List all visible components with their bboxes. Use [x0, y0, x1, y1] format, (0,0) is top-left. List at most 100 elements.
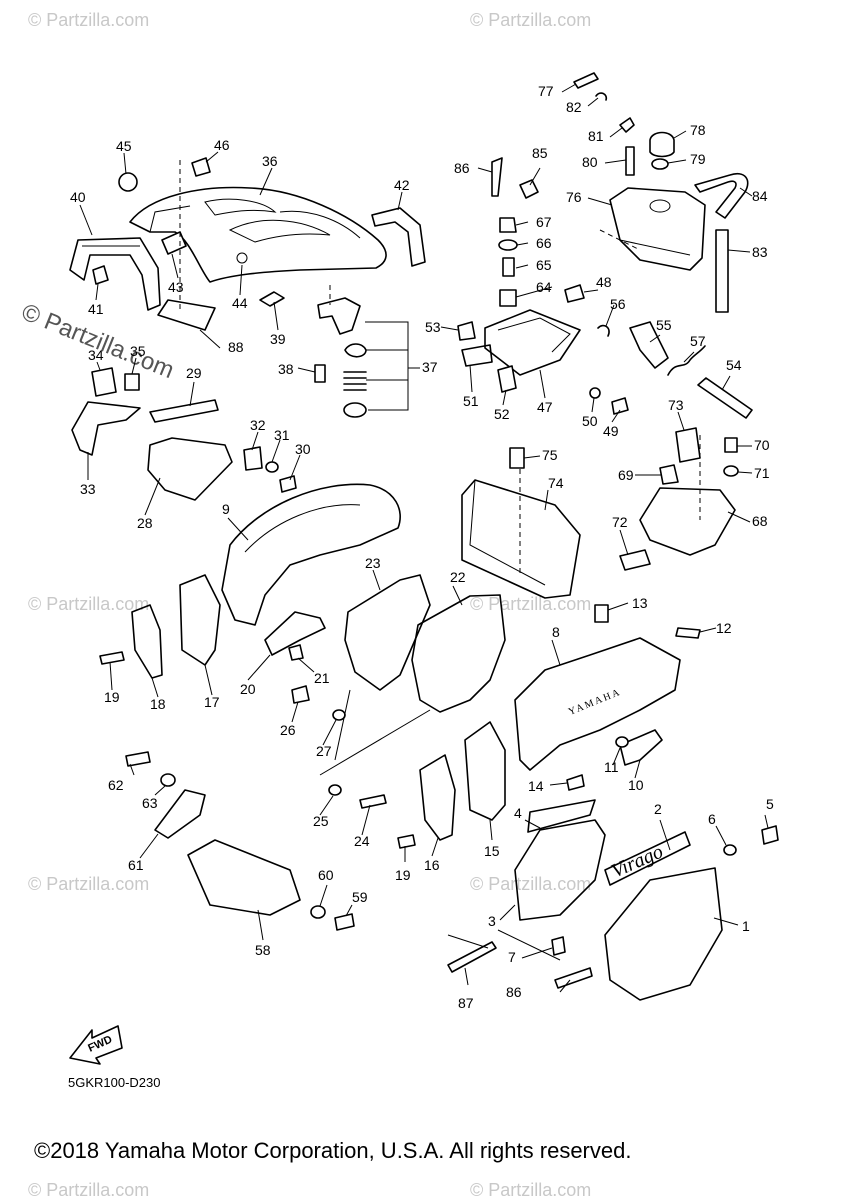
assembly-lines [179, 160, 701, 961]
part-69-damper [659, 464, 679, 485]
part-76-reservoir [609, 187, 706, 271]
part-5-screw [761, 825, 779, 845]
callout-41: 41 [88, 301, 104, 317]
callout-83: 83 [752, 244, 768, 260]
callout-66: 66 [536, 235, 552, 251]
callout-87: 86 [506, 984, 522, 1000]
callout-37: 37 [422, 359, 438, 375]
callout-5: 5 [766, 796, 774, 812]
callout-81: 81 [588, 128, 604, 144]
callout-88: 87 [458, 995, 474, 1011]
part-34-damper [91, 367, 117, 397]
part-40-grab-bar [69, 237, 161, 311]
callout-44: 44 [232, 295, 248, 311]
part-89-pad [157, 299, 216, 331]
part-38-bolt [314, 364, 326, 383]
callout-24: 24 [354, 833, 370, 849]
part-7-clip [551, 936, 566, 956]
callout-54: 54 [726, 357, 742, 373]
part-81-clip [619, 117, 635, 133]
part-18-panel [131, 604, 163, 679]
part-30-screw [279, 475, 297, 493]
part-22-plate [411, 594, 506, 713]
callout-1: 1 [742, 918, 750, 934]
part-78-cap [649, 131, 675, 158]
part-13-screw [594, 604, 609, 623]
callout-74: 74 [548, 475, 564, 491]
watermark-grid: © Partzilla.com © Partzilla.com © Partzi… [18, 10, 592, 1200]
callout-17: 17 [204, 694, 220, 710]
callout-47: 47 [537, 399, 553, 415]
part-42-bracket [371, 207, 426, 267]
callout-25: 25 [313, 813, 329, 829]
callout-28: 28 [137, 515, 153, 531]
part-75-bolt [509, 447, 525, 469]
part-36-tank-cover [129, 186, 387, 283]
diagram-code: 5GKR100-D230 [68, 1075, 161, 1090]
callout-26: 26 [280, 722, 296, 738]
callout-89: 88 [228, 339, 244, 355]
callout-56: 56 [610, 296, 626, 312]
callout-33: 33 [80, 481, 96, 497]
callout-12: 12 [716, 620, 732, 636]
callout-32: 32 [250, 417, 266, 433]
callout-6: 6 [708, 811, 716, 827]
part-51-holder [461, 344, 493, 367]
part-70-bolt [724, 437, 738, 453]
part-49-bolt [611, 397, 629, 415]
callout-51: 51 [463, 393, 479, 409]
part-74-battery-box [461, 460, 581, 599]
part-64-damper [499, 289, 517, 307]
part-80-fitting [625, 146, 635, 176]
callout-leaders [79, 83, 769, 993]
part-19-bolt [99, 651, 125, 665]
callout-27: 27 [316, 743, 332, 759]
part-41-damper [92, 265, 109, 285]
part-79-washer [651, 158, 669, 170]
part-55-lever [629, 321, 669, 369]
part-46-grommet [191, 157, 211, 177]
callout-34: 34 [88, 347, 104, 363]
part-6-washer [723, 844, 737, 856]
callout-labels: 1 2 3 4 5 6 7 8 9 10 11 12 13 14 15 16 1… [70, 83, 774, 1011]
part-85-grommet [519, 179, 539, 199]
part-25-washer [328, 784, 342, 796]
callout-77: 77 [538, 83, 554, 99]
callout-43: 43 [168, 279, 184, 295]
part-43-pad [161, 231, 187, 255]
part-39-damper [259, 291, 285, 307]
part-21-nut [288, 644, 304, 661]
callout-31: 31 [274, 427, 290, 443]
callout-53: 53 [425, 319, 441, 335]
callout-70: 70 [754, 437, 770, 453]
part-37-mount-kit [317, 297, 420, 418]
watermark-text: © Partzilla.com [470, 10, 591, 30]
callout-80: 80 [582, 154, 598, 170]
part-68-bracket [639, 487, 736, 556]
callout-78: 78 [690, 122, 706, 138]
part-27-washer [332, 709, 346, 721]
part-17-panel [179, 574, 221, 666]
callout-73: 73 [668, 397, 684, 413]
part-12-clip [675, 627, 701, 639]
part-72-plate [619, 549, 651, 571]
part-1-side-cover [604, 867, 723, 1001]
part-10-trim [619, 729, 663, 766]
part-9-cover [221, 483, 401, 626]
callout-63: 63 [142, 795, 158, 811]
callout-15: 15 [484, 843, 500, 859]
callout-18: 18 [150, 696, 166, 712]
callout-64: 64 [536, 279, 552, 295]
part-14-screw [566, 774, 585, 791]
watermark-text: © Partzilla.com [28, 1180, 149, 1200]
callout-82: 82 [566, 99, 582, 115]
part-15-panel [464, 721, 506, 821]
callout-57: 57 [690, 333, 706, 349]
part-45-cap [118, 172, 138, 192]
part-19-screw [397, 834, 416, 849]
part-71-washer [723, 465, 739, 477]
part-60-collar [310, 905, 326, 919]
callout-86: 86 [454, 160, 470, 176]
callout-68: 68 [752, 513, 768, 529]
callout-67: 67 [536, 214, 552, 230]
